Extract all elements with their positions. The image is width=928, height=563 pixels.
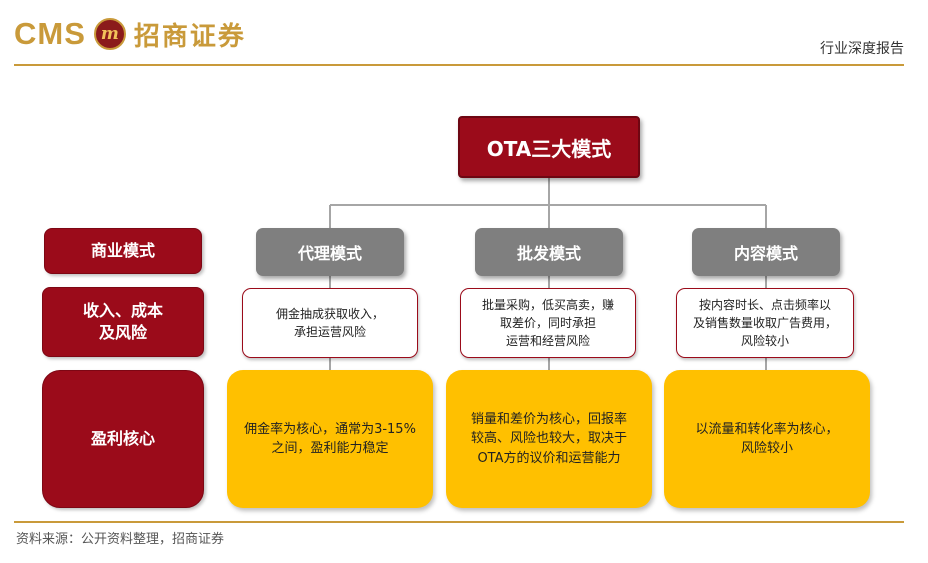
mode-box-wholesale: 批发模式	[475, 228, 623, 276]
footer-divider	[14, 521, 904, 523]
header-divider	[14, 64, 904, 66]
logo-letters: CMS	[14, 16, 86, 51]
row-label-business-model: 商业模式	[44, 228, 202, 274]
core-box-content: 以流量和转化率为核心， 风险较小	[664, 370, 870, 508]
revenue-box-agency: 佣金抽成获取收入， 承担运营风险	[242, 288, 418, 358]
logo-brand-name: 招商证券	[133, 21, 246, 52]
mode-box-agency: 代理模式	[256, 228, 404, 276]
revenue-box-content: 按内容时长、点击频率以 及销售数量收取广告费用， 风险较小	[676, 288, 854, 358]
report-type-label: 行业深度报告	[820, 41, 904, 57]
diagram-title: OTA三大模式	[458, 116, 640, 178]
core-box-agency: 佣金率为核心，通常为3-15% 之间，盈利能力稳定	[227, 370, 433, 508]
logo-emblem-icon: m	[93, 18, 126, 50]
row-label-profit-core: 盈利核心	[42, 370, 204, 508]
revenue-box-wholesale: 批量采购，低买高卖，赚 取差价，同时承担 运营和经营风险	[460, 288, 636, 358]
company-logo: CMS m 招商证券	[14, 12, 246, 56]
mode-box-content: 内容模式	[692, 228, 840, 276]
row-label-revenue-cost-risk: 收入、成本 及风险	[42, 287, 204, 357]
source-note: 资料来源：公开资料整理，招商证券	[16, 532, 225, 547]
core-box-wholesale: 销量和差价为核心，回报率 较高、风险也较大，取决于 OTA方的议价和运营能力	[446, 370, 652, 508]
